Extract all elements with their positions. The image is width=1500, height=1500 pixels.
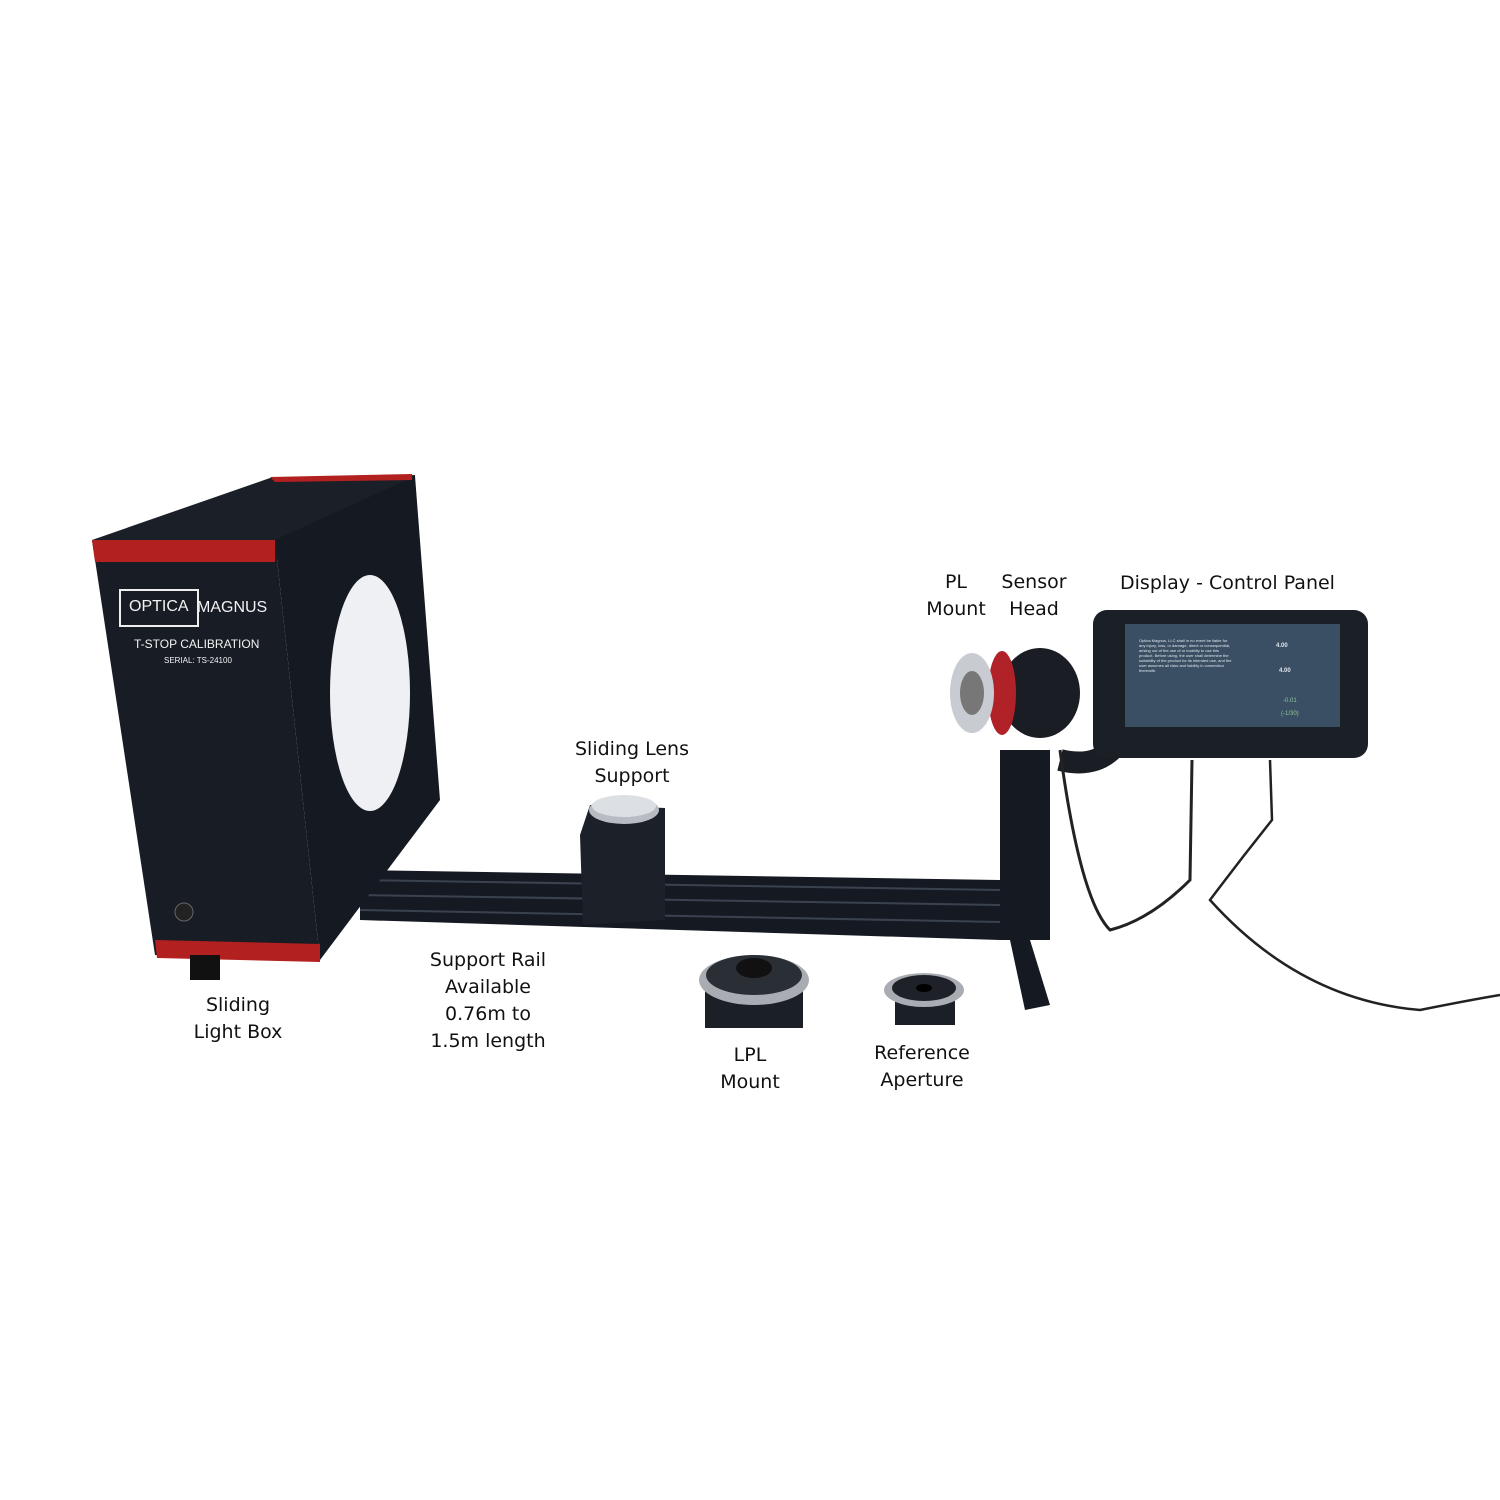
- label-support-rail: Support Rail Available 0.76m to 1.5m len…: [429, 949, 547, 1052]
- brand-left: OPTICA: [129, 598, 189, 615]
- box-serial: SERIAL: TS-24100: [164, 656, 232, 665]
- label-pl-mount: PL Mount: [926, 571, 986, 620]
- screen-value-2: 4.00: [1279, 668, 1291, 674]
- label-lpl-mount: LPL Mount: [720, 1044, 780, 1093]
- screen-disclaimer: Optica Magnus, LLC shall in no event be …: [1139, 638, 1232, 673]
- sensor-head: [950, 648, 1080, 1010]
- lpl-mount: [699, 955, 809, 1028]
- screen-value-1: 4.00: [1276, 643, 1288, 649]
- box-subtitle: T-STOP CALIBRATION: [134, 637, 260, 651]
- reference-aperture: [884, 973, 964, 1025]
- sliding-lens-support: [580, 795, 665, 925]
- label-sliding-light-box: Sliding Light Box: [193, 994, 283, 1043]
- support-rail: [359, 870, 1001, 940]
- display-control-panel: [1093, 610, 1368, 758]
- label-sensor-head: Sensor Head: [1001, 571, 1067, 620]
- brand-right: MAGNUS: [197, 599, 268, 616]
- label-reference-aperture: Reference Aperture: [874, 1042, 970, 1091]
- screen-fraction: (-1/30): [1281, 711, 1299, 717]
- label-display-control-panel: Display - Control Panel: [1120, 572, 1335, 594]
- label-sliding-lens-support: Sliding Lens Support: [575, 738, 689, 787]
- screen-decimal: -0.01: [1283, 698, 1297, 704]
- light-box: [92, 474, 440, 980]
